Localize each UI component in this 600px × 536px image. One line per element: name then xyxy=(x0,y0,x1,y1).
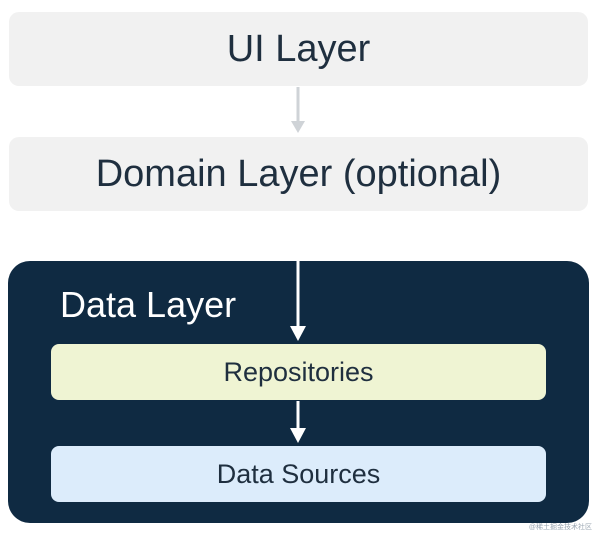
data-sources-box: Data Sources xyxy=(51,446,546,502)
data-layer-title: Data Layer xyxy=(60,284,237,325)
ui-layer-box: UI Layer xyxy=(9,12,588,86)
repositories-label: Repositories xyxy=(223,356,374,387)
data-layer-box: Data Layer Repositories Data Sources xyxy=(8,261,589,523)
domain-layer-box: Domain Layer (optional) xyxy=(9,137,588,211)
ui-layer-label: UI Layer xyxy=(226,27,371,70)
repositories-box: Repositories xyxy=(51,344,546,400)
watermark: @稀土掘金技术社区 xyxy=(528,524,592,531)
arrow-ui-to-domain xyxy=(291,87,305,133)
domain-layer-label: Domain Layer (optional) xyxy=(95,152,502,195)
data-sources-label: Data Sources xyxy=(216,458,381,489)
